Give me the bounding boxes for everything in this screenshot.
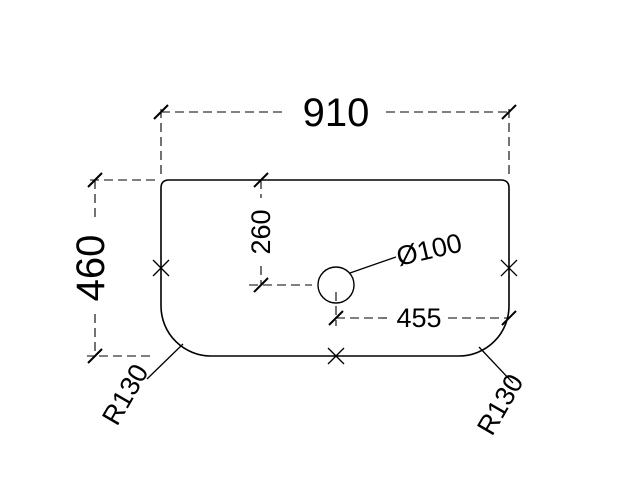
tick-mark: [87, 348, 103, 364]
dimension-hole-from-top: 260: [246, 172, 312, 293]
tick-mark: [501, 310, 517, 326]
radius-left-label: R130: [96, 359, 154, 430]
tick-mark: [501, 104, 517, 120]
midpoint-marker-right: [500, 259, 518, 277]
tick-mark: [253, 172, 269, 188]
midpoint-marker-bottom: [327, 347, 345, 365]
dimension-width: 910: [153, 91, 517, 174]
leader-line: [478, 346, 514, 384]
height-dimension-label: 460: [69, 235, 113, 302]
cross-marker: [152, 259, 170, 277]
dimension-radius-left: R130: [96, 343, 184, 430]
leader-line: [349, 256, 397, 274]
cross-marker: [500, 259, 518, 277]
tick-mark: [153, 104, 169, 120]
dimension-radius-right: R130: [471, 346, 529, 440]
hole-from-top-label: 260: [246, 209, 276, 254]
countertop-outline: [160, 179, 510, 357]
hole-offset-label: 455: [396, 303, 441, 333]
hole-diameter-label: Ø100: [394, 228, 465, 272]
dimension-height: 460: [69, 172, 155, 364]
faucet-hole-circle: [317, 266, 355, 304]
dimension-hole-diameter: Ø100: [349, 228, 465, 274]
tick-mark: [87, 172, 103, 188]
leader-line: [146, 343, 184, 380]
radius-right-label: R130: [471, 369, 529, 440]
width-dimension-label: 910: [303, 91, 370, 135]
tick-mark: [328, 310, 344, 326]
dimension-hole-offset: 455: [328, 292, 517, 333]
midpoint-marker-left: [152, 259, 170, 277]
cross-marker: [327, 347, 345, 365]
tick-mark: [253, 277, 269, 293]
